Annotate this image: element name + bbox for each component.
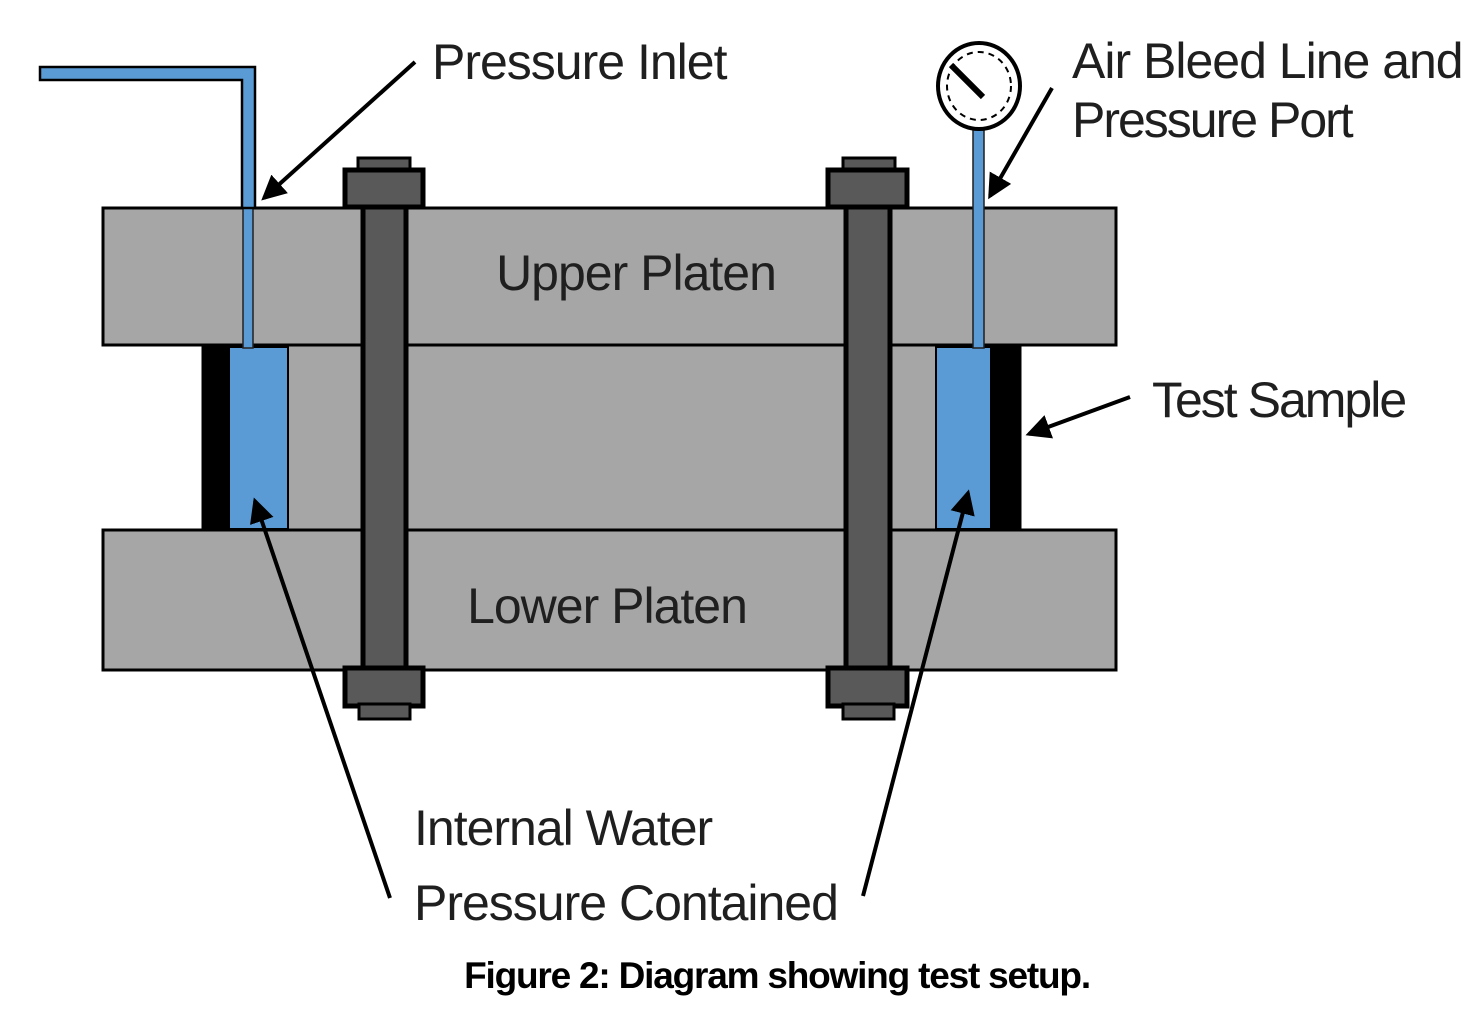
internal-water-right-arrow: [861, 489, 975, 897]
left-bolt-top-nut: [342, 167, 426, 210]
right-bolt-bottom-nut: [825, 665, 910, 709]
left-bolt: [342, 156, 426, 721]
upper-platen-label: Upper Platen: [496, 245, 776, 301]
inlet-bore-line: [242, 205, 254, 349]
pressure-inlet-arrow: [261, 60, 417, 201]
pressure-gauge-icon: [936, 41, 1022, 131]
gauge-face: [936, 41, 1022, 131]
right-test-sample: [990, 345, 1020, 530]
air-bleed-label-line2: Pressure Port: [1072, 92, 1354, 148]
upper-platen: [101, 206, 1118, 347]
gauge-needle: [948, 62, 986, 100]
air-bleed-label-line1: Air Bleed Line and: [1072, 33, 1463, 89]
right-bolt-bottom-cap: [841, 702, 896, 721]
test-sample-arrow: [1025, 395, 1131, 439]
middle-platen: [201, 343, 1022, 532]
left-test-sample: [202, 345, 230, 530]
left-bolt-bottom-nut: [342, 665, 426, 709]
right-bolt-top-nut: [825, 167, 910, 210]
figure-caption: Figure 2: Diagram showing test setup.: [464, 955, 1090, 996]
right-bolt-shaft: [843, 202, 893, 673]
internal-water-label-line1: Internal Water: [414, 800, 713, 856]
pressure-inlet-label: Pressure Inlet: [432, 34, 728, 90]
air-bleed-arrow: [988, 87, 1054, 200]
gauge-dial-ring: [946, 51, 1012, 121]
left-bolt-shaft: [360, 202, 409, 673]
air-bleed-line: [972, 126, 985, 349]
internal-water-left-arrow: [250, 497, 392, 899]
right-bolt: [825, 156, 910, 721]
left-bolt-bottom-cap: [357, 702, 412, 721]
left-water-column: [228, 346, 289, 530]
pressure-inlet-pipe: [38, 65, 257, 210]
right-water-column: [935, 346, 992, 530]
internal-water-label-line2: Pressure Contained: [414, 875, 838, 931]
test-sample-label: Test Sample: [1152, 372, 1405, 428]
lower-platen-label: Lower Platen: [467, 578, 747, 634]
